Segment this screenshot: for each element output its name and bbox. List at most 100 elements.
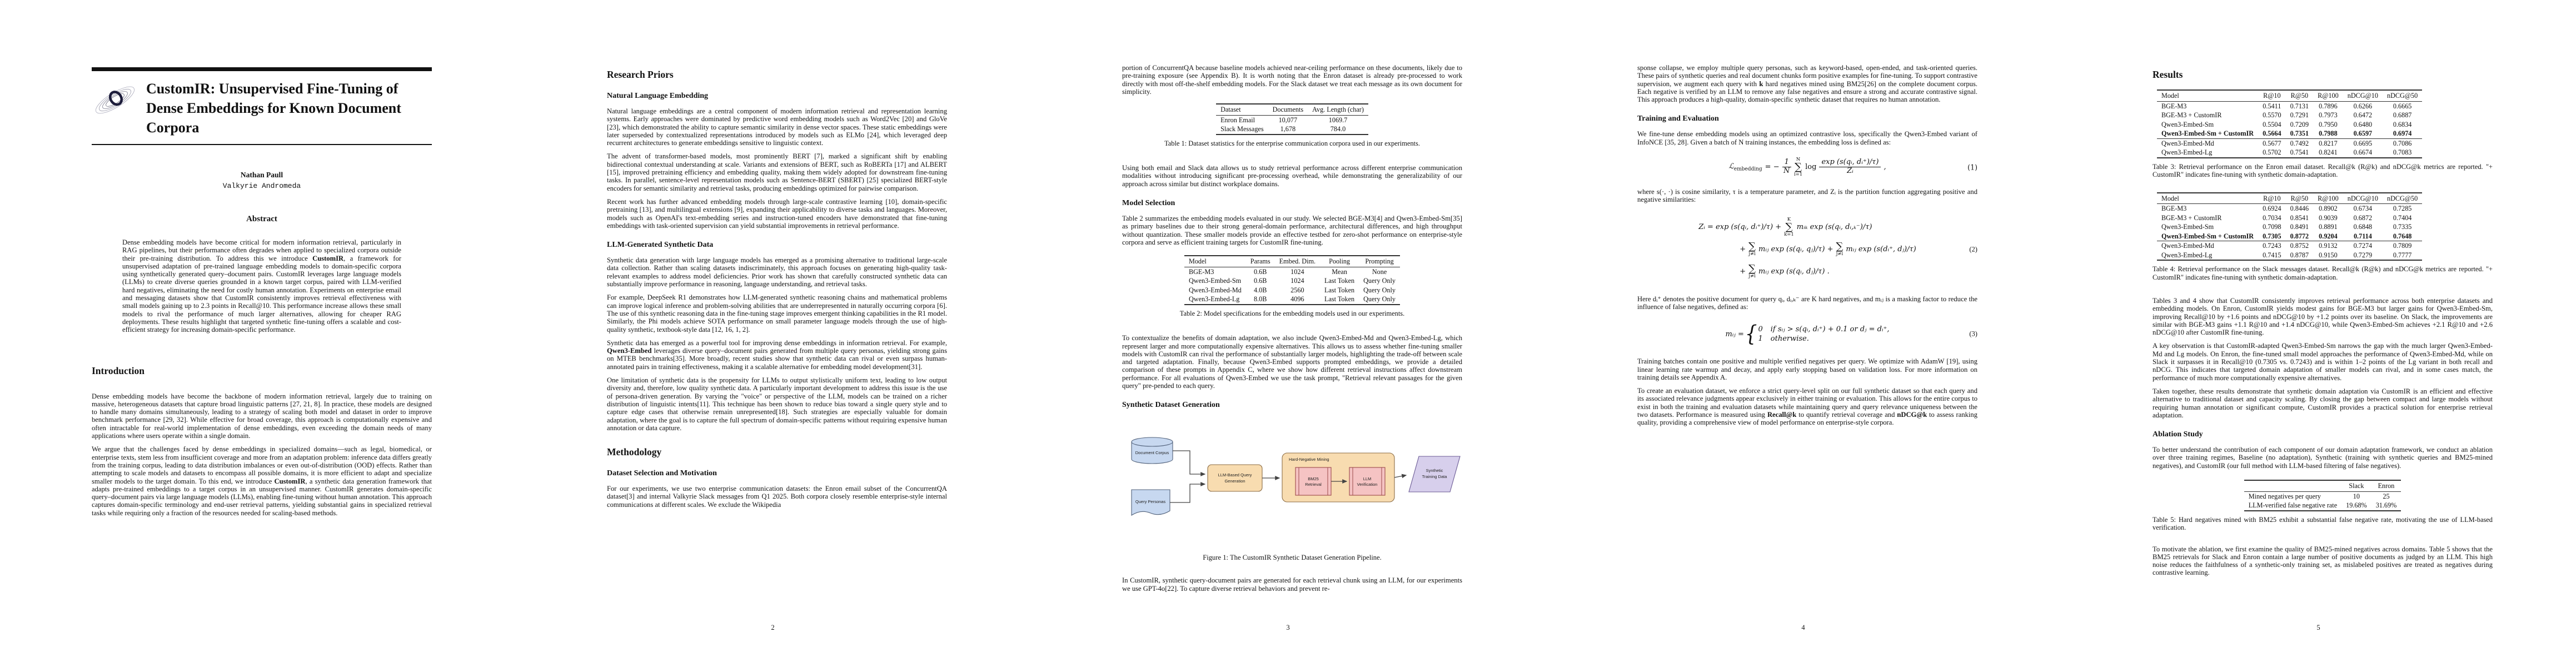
table-cell: 0.7034 <box>2263 213 2281 222</box>
page-number: 2 <box>771 624 775 631</box>
table-cell: 0.7098 <box>2263 223 2281 231</box>
table-header-cell: nDCG@10 <box>2347 194 2378 202</box>
svg-text:Query Personas: Query Personas <box>1135 499 1165 504</box>
table-cell: 0.8772 <box>2290 232 2309 240</box>
table-header-cell: R@100 <box>2318 92 2339 99</box>
page-number: 5 <box>2316 624 2320 631</box>
table-header-cell: R@10 <box>2263 194 2281 202</box>
table-cell: 0.8752 <box>2290 242 2309 250</box>
paragraph: Here dᵢ⁺ denotes the positive document f… <box>1637 295 1977 311</box>
page-4: sponse collapse, we employ multiple quer… <box>1546 0 2061 667</box>
hard-negative-mining-container: Hard-Negative Mining BM25 Retrieval LLM … <box>1282 452 1395 502</box>
galaxy-logo-icon <box>95 86 135 114</box>
table-header-cell: nDCG@50 <box>2387 194 2418 202</box>
subsection-heading: Model Selection <box>1122 199 1175 208</box>
table-header-cell: Params <box>1250 257 1270 266</box>
table-cell: Qwen3-Embed-Sm + CustomIR <box>2161 232 2254 240</box>
svg-text:Retrieval: Retrieval <box>1305 482 1322 487</box>
table-cell: Query Only <box>1363 295 1396 303</box>
equation-2: Zᵢ = exp (s(qᵢ, dᵢ⁺)/τ) + K∑k=1 mᵢₖ exp … <box>1698 217 1977 280</box>
table-cell: 0.7896 <box>2319 102 2338 110</box>
table-cell: 0.8787 <box>2290 251 2309 259</box>
paragraph: sponse collapse, we employ multiple quer… <box>1637 64 1977 104</box>
table-cell: 0.7973 <box>2319 111 2338 119</box>
equation-number: (3) <box>1969 330 1977 338</box>
table-cell: 0.6887 <box>2393 111 2412 119</box>
table-header-cell <box>2244 480 2341 491</box>
table-cell: 0.6834 <box>2393 120 2412 128</box>
svg-text:Hard-Negative Mining: Hard-Negative Mining <box>1289 457 1329 462</box>
table-cell: 0.7305 <box>2263 232 2281 240</box>
table-header-cell: R@10 <box>2263 92 2281 99</box>
title-rule-top <box>92 67 432 71</box>
table-5-caption: Table 5: Hard negatives mined with BM25 … <box>2153 515 2493 532</box>
table-cell: Last Token <box>1324 286 1355 294</box>
table-cell: 1,678 <box>1280 125 1296 133</box>
page-number: 3 <box>1286 624 1290 631</box>
table-cell: 0.6B <box>1254 267 1267 276</box>
bm25-retrieval-node: BM25 Retrieval <box>1295 467 1332 496</box>
table-cell: 4096 <box>1291 295 1304 303</box>
table-cell: 0.8241 <box>2319 148 2338 156</box>
table-cell: BGE-M3 + CustomIR <box>2161 213 2222 222</box>
table-2-caption: Table 2: Model specifications for the em… <box>1179 309 1405 317</box>
paragraph: To better understand the contribution of… <box>2153 446 2493 470</box>
table-cell: None <box>1372 267 1387 276</box>
table-cell: 0.6597 <box>2353 130 2373 137</box>
table-cell: BGE-M3 <box>2161 205 2187 212</box>
table-cell: 0.7950 <box>2319 120 2338 128</box>
table-cell: 19.68% <box>2346 501 2367 510</box>
paragraph: Recent work has further advanced embeddi… <box>607 197 947 230</box>
table-cell: 0.9150 <box>2319 251 2338 259</box>
table-cell: 0.7415 <box>2263 251 2281 259</box>
table-cell: Qwen3-Embed-Sm <box>2161 223 2214 231</box>
table-cell: Qwen3-Embed-Md <box>2161 242 2214 250</box>
svg-text:Generation: Generation <box>1224 479 1245 484</box>
table-cell: 0.6665 <box>2393 102 2412 110</box>
table-cell: 0.6848 <box>2353 223 2373 231</box>
paragraph: Training batches contain one positive an… <box>1637 357 1977 381</box>
table-cell: 0.7243 <box>2263 242 2281 250</box>
table-cell: 0.5702 <box>2263 148 2281 156</box>
flow-arrows <box>1170 450 1407 503</box>
table-header-cell: Documents <box>1272 106 1304 114</box>
table-cell: BGE-M3 <box>1189 267 1214 276</box>
table-cell: 0.7083 <box>2393 148 2412 156</box>
figure-1-diagram: Document Corpus Query Personas LLM-Based… <box>1122 434 1462 527</box>
section-heading-introduction: Introduction <box>92 365 145 376</box>
svg-text:Training Data: Training Data <box>1422 474 1448 479</box>
table-cell: 0.7351 <box>2290 130 2309 137</box>
table-cell: 0.5411 <box>2263 102 2281 110</box>
table-cell: Qwen3-Embed-Md <box>1189 286 1242 294</box>
paragraph: In CustomIR, synthetic query-document pa… <box>1122 576 1462 593</box>
paragraph: Dense embedding models have become the b… <box>92 392 432 440</box>
subsection-heading: Natural Language Embedding <box>607 92 709 100</box>
page-2: Research Priors Natural Language Embeddi… <box>515 0 1030 667</box>
table-cell: 0.7131 <box>2290 102 2309 110</box>
subsection-heading: LLM-Generated Synthetic Data <box>607 241 714 250</box>
table-cell: 0.8217 <box>2319 139 2338 147</box>
table-header-cell: Model <box>2161 92 2179 99</box>
query-personas-node: Query Personas <box>1131 489 1170 516</box>
table-cell: 0.6872 <box>2353 213 2373 222</box>
svg-text:Synthetic: Synthetic <box>1426 468 1443 473</box>
author-block: Nathan Paull Valkyrie Andromeda <box>92 171 432 190</box>
table-cell: 0.7209 <box>2290 120 2309 128</box>
synthetic-training-data-node: Synthetic Training Data <box>1408 456 1461 492</box>
